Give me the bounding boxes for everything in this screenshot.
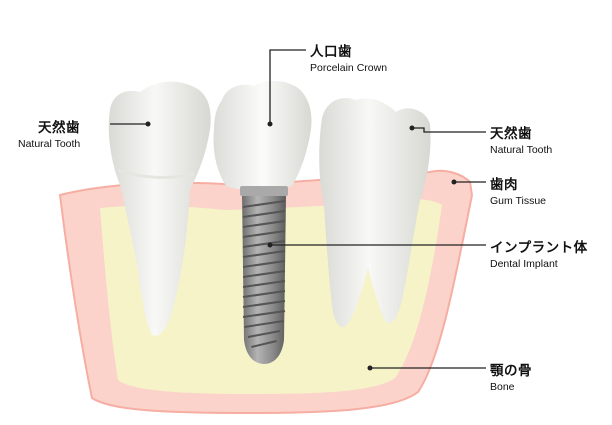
implant-thread — [247, 330, 281, 338]
leader-crown — [269, 49, 306, 124]
dot-crown — [267, 121, 273, 127]
label-left-tooth: 天然歯 Natural Tooth — [18, 116, 80, 150]
right-natural-tooth — [319, 98, 431, 328]
implant-thread — [242, 230, 286, 238]
implant-thread — [242, 210, 286, 218]
leader-right-tooth — [412, 127, 486, 133]
implant-thread — [242, 280, 286, 288]
implant-thread — [244, 320, 284, 328]
label-crown-jp: 人口歯 — [310, 44, 352, 60]
leader-dots — [145, 121, 457, 371]
implant-thread — [242, 310, 286, 318]
dot-bone — [367, 365, 373, 371]
label-implant-jp: インプラント体 — [490, 240, 588, 256]
label-left-tooth-en: Natural Tooth — [18, 138, 81, 150]
dental-implant — [242, 196, 286, 364]
implant-thread — [242, 290, 286, 298]
leader-lines — [110, 49, 486, 369]
label-bone-jp: 顎の骨 — [490, 363, 532, 379]
label-bone: 顎の骨 Bone — [490, 359, 532, 393]
label-right-tooth-jp: 天然歯 — [490, 126, 532, 142]
implant-thread — [242, 270, 286, 278]
implant-thread — [251, 340, 277, 348]
implant-thread — [242, 200, 286, 208]
label-left-tooth-jp: 天然歯 — [38, 120, 80, 136]
label-implant-en: Dental Implant — [490, 258, 558, 270]
label-right-tooth: 天然歯 Natural Tooth — [490, 122, 552, 156]
label-bone-en: Bone — [490, 381, 515, 393]
label-crown-en: Porcelain Crown — [310, 62, 388, 74]
dot-left-tooth — [145, 121, 151, 127]
label-crown: 人口歯 Porcelain Crown — [310, 40, 387, 74]
implant-abutment — [240, 186, 288, 196]
label-gum-jp: 歯肉 — [490, 177, 518, 193]
implant-thread — [242, 300, 286, 308]
left-natural-tooth — [108, 81, 211, 336]
label-implant: インプラント体 Dental Implant — [490, 236, 588, 270]
dot-gum — [451, 179, 457, 185]
label-right-tooth-en: Natural Tooth — [490, 144, 553, 156]
dot-right-tooth — [409, 125, 415, 131]
implant-thread — [242, 220, 286, 228]
dot-implant — [267, 242, 273, 248]
implant-thread — [242, 240, 286, 248]
implant-thread — [242, 250, 286, 258]
label-gum: 歯肉 Gum Tissue — [490, 173, 546, 207]
implant-thread — [242, 260, 286, 268]
porcelain-crown — [213, 80, 312, 191]
label-gum-en: Gum Tissue — [490, 195, 547, 207]
